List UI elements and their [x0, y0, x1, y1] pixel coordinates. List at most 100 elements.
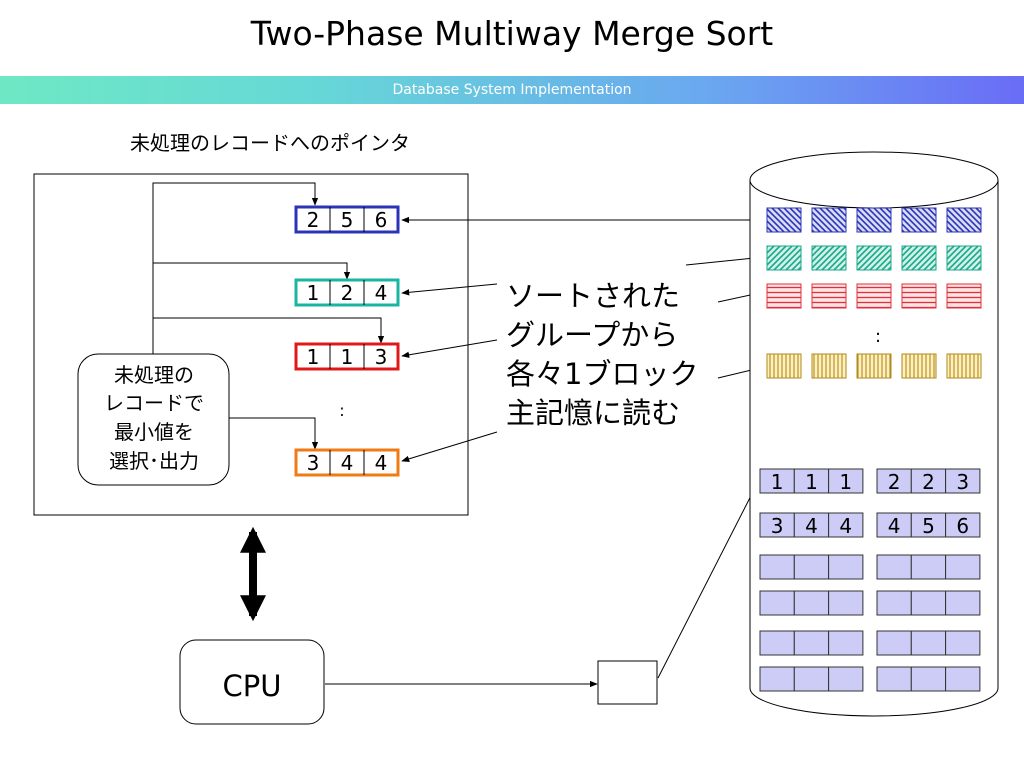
- output-cell: [759, 630, 795, 656]
- output-value: 3: [771, 514, 784, 538]
- disk-block: [856, 207, 892, 233]
- disk-block: [766, 245, 802, 271]
- annotation-line: 主記憶に読む: [506, 396, 680, 430]
- buffer-value: 1: [341, 345, 354, 369]
- output-cell: [945, 666, 981, 692]
- buffer-value: 3: [307, 451, 320, 475]
- buffer-value: 5: [341, 208, 354, 232]
- output-value: 5: [922, 514, 935, 538]
- disk-block: [901, 353, 937, 379]
- buffer-frame: [294, 342, 400, 371]
- selector-line: 最小値を: [114, 420, 194, 444]
- disk-cylinder: [749, 151, 999, 717]
- output-cell: [876, 554, 912, 580]
- output-cell: [828, 512, 864, 538]
- output-cell: [876, 666, 912, 692]
- output-block: [759, 630, 864, 656]
- disk-block: [946, 353, 982, 379]
- sorted-group: [766, 283, 982, 309]
- output-block: [759, 554, 864, 580]
- output-cell: [945, 630, 981, 656]
- disk-block: [901, 283, 937, 309]
- banner-subtitle: Database System Implementation: [392, 82, 632, 98]
- write-arrow: [657, 479, 760, 679]
- disk-block: [856, 353, 892, 379]
- read-arrows: [401, 216, 765, 462]
- min-selector-text: 未処理の レコードで 最小値を 選択･出力: [104, 363, 204, 473]
- output-cell: [945, 512, 981, 538]
- output-value: 2: [888, 470, 901, 494]
- output-cell: [945, 468, 981, 494]
- output-value: 4: [839, 514, 852, 538]
- disk-block: [811, 207, 847, 233]
- buffer-value: 3: [375, 345, 388, 369]
- annotation-line: ソートされた: [506, 279, 680, 313]
- output-cell: [793, 666, 830, 692]
- annotation-line: グループから: [506, 318, 678, 352]
- selector-line: 選択･出力: [109, 449, 199, 473]
- output-cell: [910, 468, 947, 494]
- output-value: 6: [956, 514, 969, 538]
- sorted-group: [766, 245, 982, 271]
- output-block: [876, 590, 981, 616]
- header-banner: [0, 76, 1024, 104]
- output-value: 1: [805, 470, 818, 494]
- output-cell: [910, 630, 947, 656]
- selector-line: レコードで: [104, 391, 204, 415]
- output-cell: [759, 554, 795, 580]
- output-cell: [828, 630, 864, 656]
- output-value: 4: [805, 514, 818, 538]
- output-cell: [910, 666, 947, 692]
- buffer-value: 1: [307, 345, 320, 369]
- disk-block: [811, 283, 847, 309]
- output-cell: [793, 554, 830, 580]
- buffer-value: 2: [307, 208, 320, 232]
- disk-block: [766, 283, 802, 309]
- disk-block: [856, 283, 892, 309]
- selector-line: 未処理の: [114, 363, 194, 387]
- disk-block: [901, 207, 937, 233]
- output-cell: [945, 554, 981, 580]
- disk-block: [946, 245, 982, 271]
- disk-block: [811, 245, 847, 271]
- disk-block: [766, 207, 802, 233]
- disk-block: [856, 245, 892, 271]
- cpu-box: [179, 639, 325, 725]
- output-cell: [759, 590, 795, 616]
- annotation-line: 各々1ブロック: [506, 357, 698, 391]
- output-value: 3: [956, 470, 969, 494]
- output-block: [876, 554, 981, 580]
- output-block: [876, 630, 981, 656]
- disk-block: [811, 353, 847, 379]
- output-cell: [793, 630, 830, 656]
- memory-ellipsis: :: [339, 401, 344, 420]
- output-cell: [828, 590, 864, 616]
- disk-block: [946, 283, 982, 309]
- buffer-value: 4: [375, 451, 388, 475]
- buffer-frame: [294, 205, 400, 234]
- min-selector-box: [77, 353, 230, 486]
- slide-title: Two-Phase Multiway Merge Sort: [250, 14, 774, 53]
- output-cell: [828, 468, 864, 494]
- output-value: 1: [839, 470, 852, 494]
- output-cell: [759, 512, 795, 538]
- buffer-value: 4: [341, 451, 354, 475]
- output-cell: [910, 554, 947, 580]
- annotation-text: ソートされた グループから 各々1ブロック 主記憶に読む: [506, 279, 698, 430]
- output-cell: [910, 590, 947, 616]
- sorted-groups: [766, 207, 982, 379]
- sorted-group: [766, 353, 982, 379]
- output-cell: [759, 666, 795, 692]
- disk-ellipsis: :: [875, 326, 881, 347]
- output-cell: [910, 512, 947, 538]
- output-buffer: [597, 660, 658, 705]
- disk-block: [901, 245, 937, 271]
